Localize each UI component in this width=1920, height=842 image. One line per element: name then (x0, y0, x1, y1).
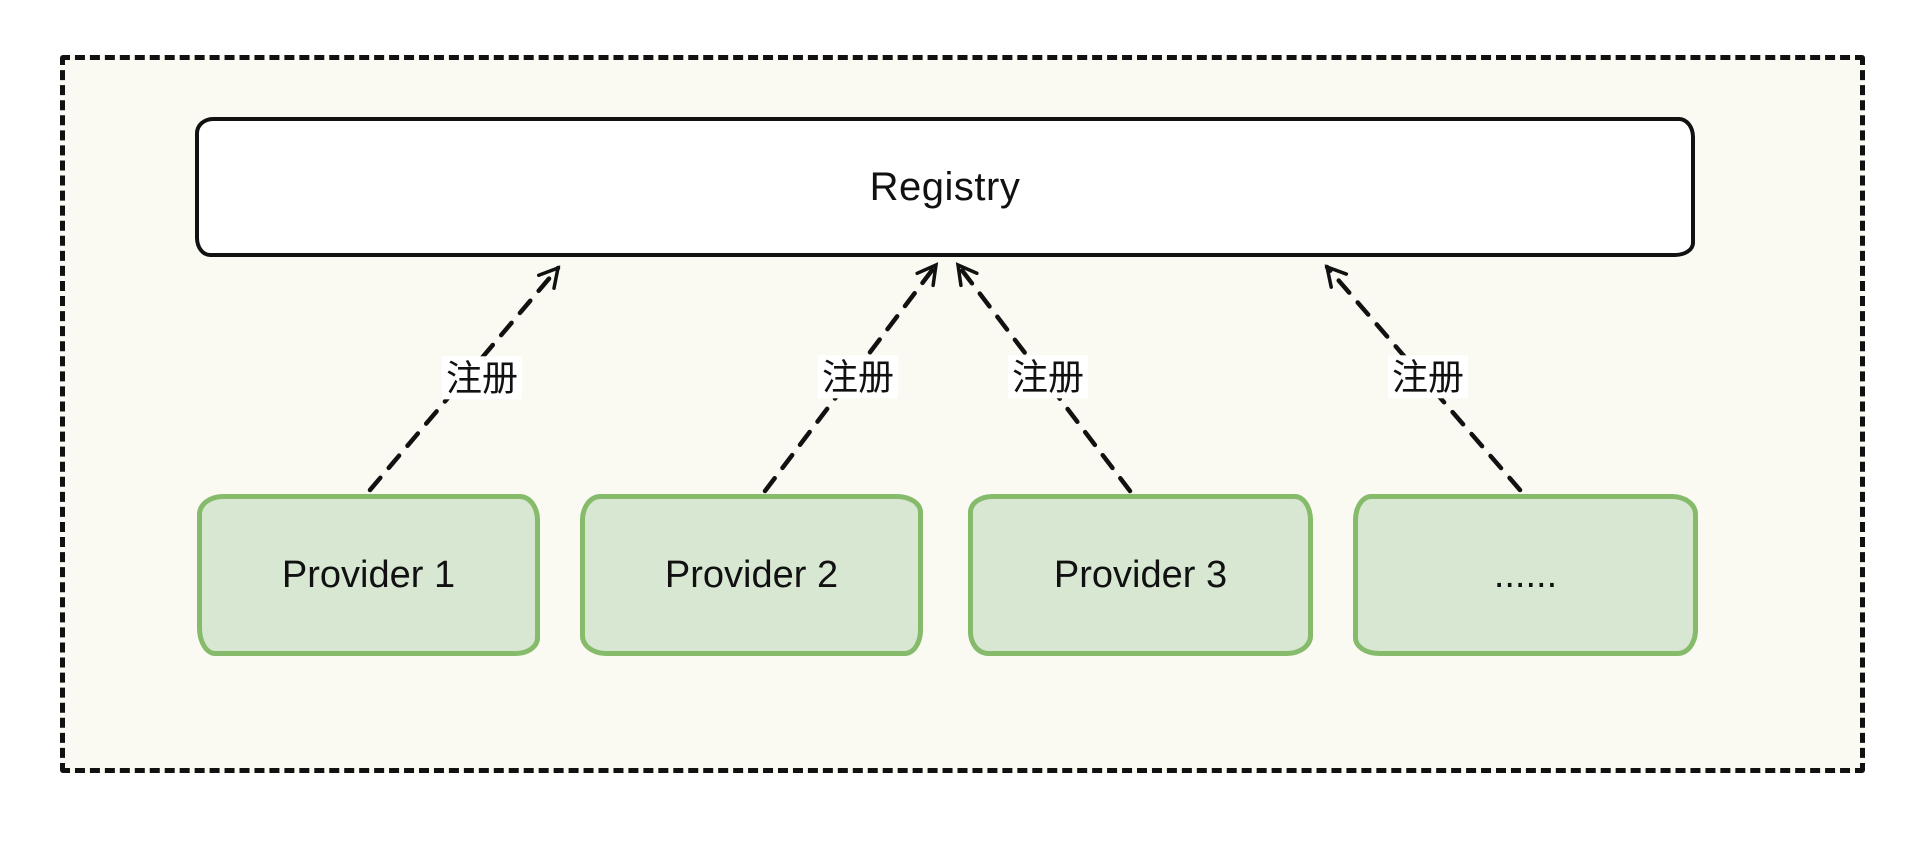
register-edge-label-3: 注册 (1007, 355, 1089, 399)
provider-1-label: Provider 1 (281, 553, 456, 596)
provider-3-node: Provider 3 (968, 494, 1313, 656)
provider-ellipsis-label: ...... (1493, 553, 1558, 596)
provider-1-node: Provider 1 (197, 494, 540, 656)
provider-3-label: Provider 3 (1053, 553, 1228, 596)
provider-2-node: Provider 2 (580, 494, 923, 656)
provider-ellipsis-node: ...... (1353, 494, 1698, 656)
provider-2-label: Provider 2 (664, 553, 839, 596)
register-edge-label-4: 注册 (1387, 355, 1469, 399)
registry-node: Registry (195, 117, 1695, 257)
register-edge-label-1: 注册 (441, 356, 523, 400)
registry-label: Registry (869, 164, 1021, 209)
register-edge-label-2: 注册 (817, 355, 899, 399)
